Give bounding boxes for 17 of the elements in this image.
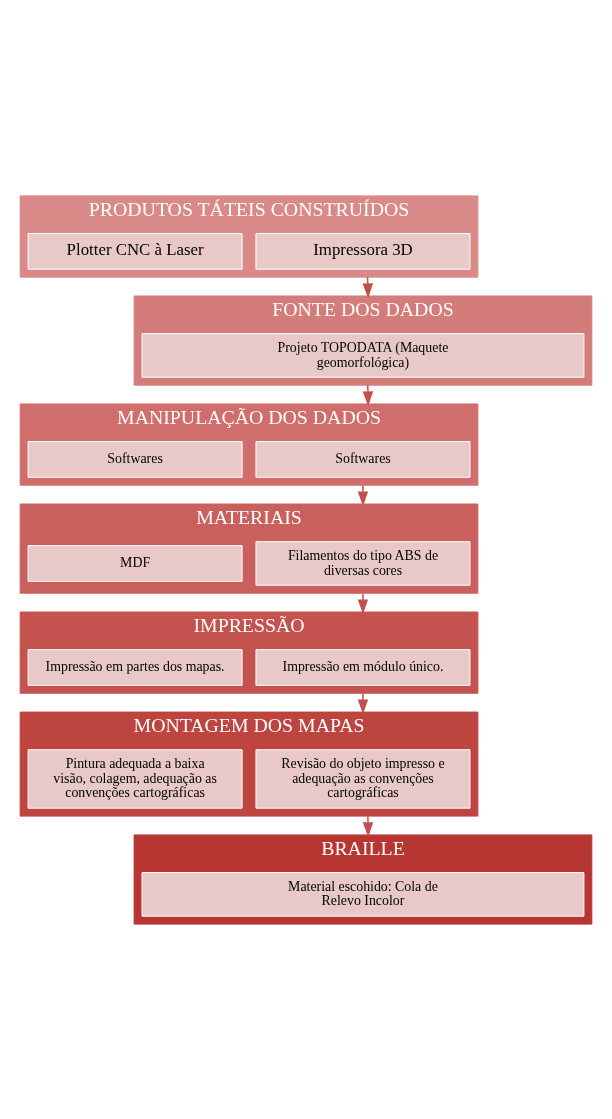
arrow (357, 483, 369, 506)
arrow (357, 692, 369, 714)
node-box: Impressora 3D (255, 232, 471, 270)
node-box: Projeto TOPODATA (Maquete geomorfológica) (141, 332, 585, 378)
arrow (362, 814, 374, 837)
node-box: Impressão em módulo único. (255, 648, 471, 686)
node-box: Impressão em partes dos mapas. (27, 648, 243, 686)
node-box: Revisão do objeto impresso e adequação as convenções cartográficas (255, 748, 471, 809)
node-box: Pintura adequada a baixa visão, colagem, adequação as convenções cartográficas (27, 748, 243, 809)
node-box: Softwares (27, 440, 243, 478)
node-box: Plotter CNC à Laser (27, 232, 243, 270)
node-box: Softwares (255, 440, 471, 478)
arrow (362, 383, 374, 406)
arrow (357, 591, 369, 614)
node-box: MDF (27, 544, 243, 582)
node-box: Material escohido: Cola de Relevo Incolor (141, 871, 585, 917)
node-box: Filamentos do tipo ABS de diversas cores (255, 540, 471, 586)
